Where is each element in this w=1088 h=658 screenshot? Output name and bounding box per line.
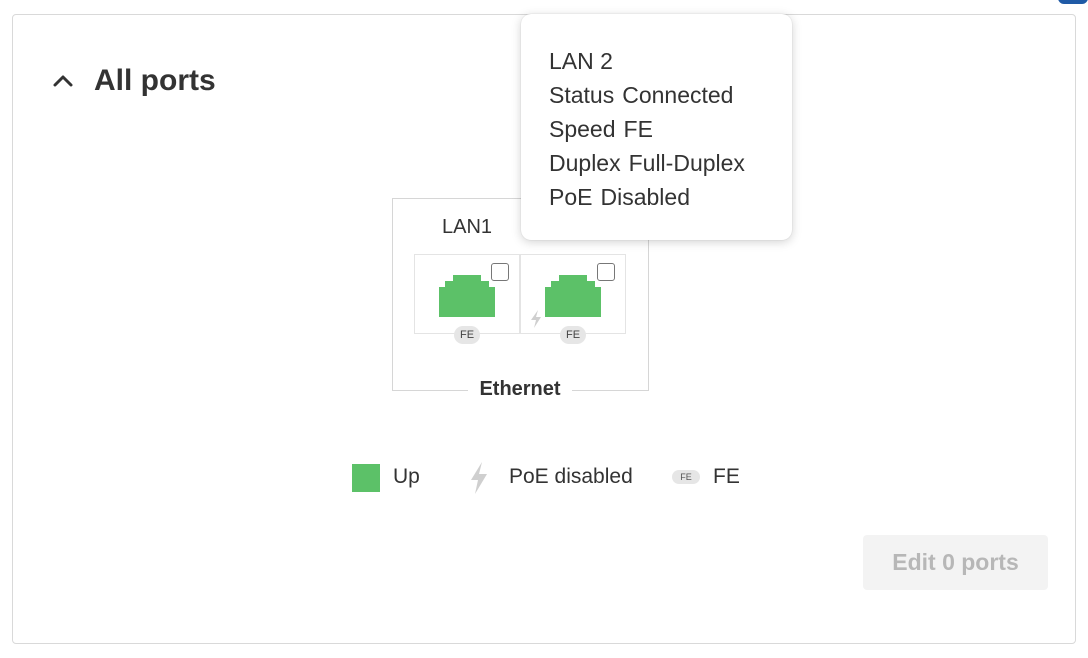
legend-fe-badge: FE (672, 470, 700, 484)
tooltip-value: Disabled (600, 184, 690, 210)
tooltip-key: Status (549, 82, 615, 108)
all-ports-toggle[interactable]: All ports (50, 64, 216, 98)
tooltip-key: PoE (549, 184, 593, 210)
tooltip-key: Speed (549, 116, 616, 142)
port-name-lan1: LAN1 (442, 216, 493, 238)
tooltip-value: Connected (622, 82, 734, 108)
speed-badge-lan1: FE (454, 326, 480, 344)
lightning-bolt-icon (471, 462, 487, 494)
section-title: All ports (94, 64, 216, 97)
tooltip-value: FE (623, 116, 653, 142)
edit-ports-button[interactable]: Edit 0 ports (863, 535, 1048, 590)
port-checkbox-lan1[interactable] (491, 263, 509, 281)
legend-up-swatch (352, 464, 380, 492)
port-tooltip: LAN 2 Status Connected Speed FE Duplex Full… (521, 14, 792, 240)
port-tile-lan1[interactable] (414, 254, 520, 334)
ethernet-port-icon (545, 275, 601, 317)
tooltip-row: PoE Disabled (549, 180, 792, 214)
tooltip-row: Status Connected (549, 78, 792, 112)
tooltip-value: Full-Duplex (628, 150, 745, 176)
legend: Up PoE disabled FE FE (0, 460, 1088, 496)
ethernet-port-icon (439, 275, 495, 317)
legend-fe-label: FE (713, 465, 740, 488)
tooltip-title: LAN 2 (549, 48, 613, 74)
legend-poe-label: PoE disabled (509, 465, 633, 488)
tooltip-row: Duplex Full-Duplex (549, 146, 792, 180)
port-checkbox-lan2[interactable] (597, 263, 615, 281)
legend-up-label: Up (393, 465, 420, 488)
tooltip-row: Speed FE (549, 112, 792, 146)
speed-badge-lan2: FE (560, 326, 586, 344)
top-right-accent (1058, 0, 1088, 4)
port-group-label: Ethernet (468, 378, 572, 401)
chevron-up-icon (53, 75, 73, 87)
tooltip-key: Duplex (549, 150, 621, 176)
poe-disabled-icon (531, 310, 541, 328)
